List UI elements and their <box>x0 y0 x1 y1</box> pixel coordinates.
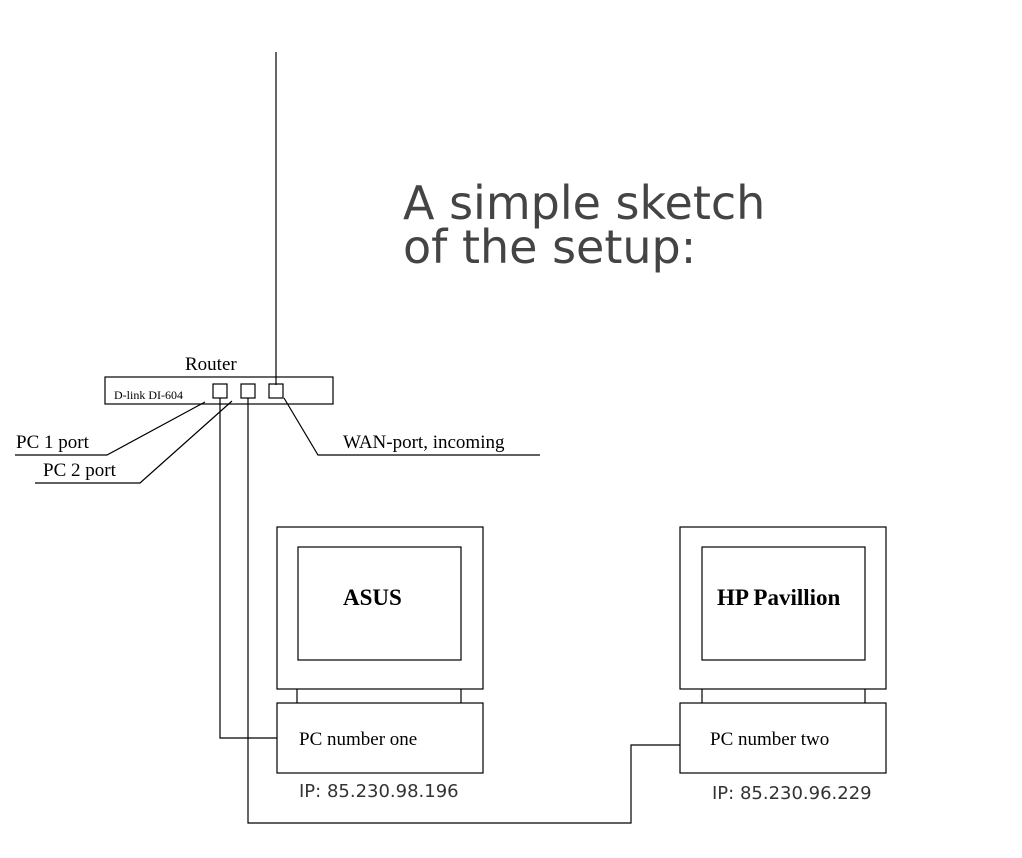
hp-monitor-screen <box>701 546 866 661</box>
asus-label: ASUS <box>343 585 402 610</box>
router-model: D-link DI-604 <box>114 388 183 402</box>
pc1-port-leader <box>15 401 206 456</box>
wan-port <box>268 383 284 399</box>
title-line-1: A simple sketch <box>403 176 765 230</box>
pc1-port-label: PC 1 port <box>16 432 90 453</box>
pc2-cable <box>247 398 680 824</box>
pc1-ip: IP: 85.230.98.196 <box>299 781 459 802</box>
hp-label: HP Pavillion <box>717 585 841 610</box>
pc1-cable <box>219 398 277 739</box>
pc2-ip: IP: 85.230.96.229 <box>712 783 872 804</box>
pc2-port-leader <box>35 400 233 484</box>
wan-leader <box>283 397 540 456</box>
router-box <box>104 376 334 405</box>
title-line-2: of the setup: <box>403 220 696 274</box>
pc1-port <box>212 383 228 399</box>
pc2-case-label: PC number two <box>710 729 829 750</box>
pc2-port <box>240 383 256 399</box>
pc2-case <box>679 702 887 774</box>
asus-monitor-frame <box>276 526 484 690</box>
router-label: Router <box>185 354 237 375</box>
asus-monitor-screen <box>297 546 462 661</box>
pc1-case <box>276 702 484 774</box>
hp-monitor-frame <box>679 526 887 690</box>
pc1-case-label: PC number one <box>299 729 417 750</box>
wan-port-label: WAN-port, incoming <box>343 432 505 453</box>
pc2-port-label: PC 2 port <box>43 460 117 481</box>
